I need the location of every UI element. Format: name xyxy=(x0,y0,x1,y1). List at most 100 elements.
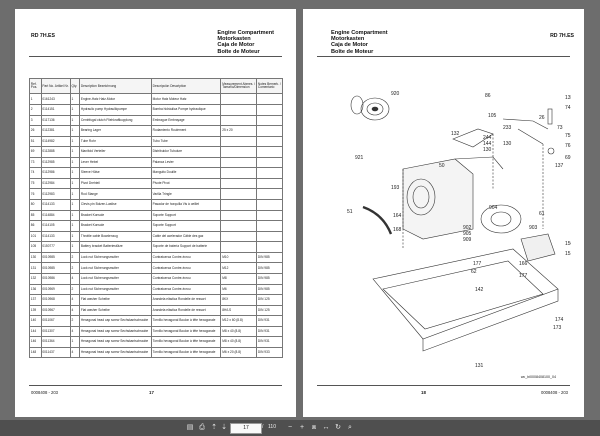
page-number: 18 xyxy=(421,390,426,395)
left-page: RD 7H.ES Engine Compartment Motorkasten … xyxy=(15,9,296,417)
callout-label: 132 xyxy=(451,131,460,137)
callout-label: 909 xyxy=(463,237,472,243)
cell-description-en: Centrifugal clutch Fliehkraftkupplung xyxy=(79,114,152,127)
zoom-out-icon[interactable]: − xyxy=(287,424,293,431)
cell-qty: 4 xyxy=(69,294,81,306)
cell-notes xyxy=(256,114,283,127)
page-number-input[interactable]: 17 xyxy=(230,423,262,434)
cell-ref: 73 xyxy=(29,156,42,169)
cell-measurement xyxy=(220,167,258,179)
cell-part-no: 0112986 xyxy=(40,167,71,179)
page-down-icon[interactable]: ⇣ xyxy=(221,424,227,431)
callout-label: 62 xyxy=(471,269,477,275)
zoom-in-icon[interactable]: + xyxy=(299,424,305,431)
cell-measurement xyxy=(220,177,258,190)
cell-description-es: Bomba hidráulica Pompe hydraulique xyxy=(150,103,222,116)
cell-description-es: Tornillo hexagonal Boulon à tête hexagon… xyxy=(150,325,222,338)
callout-label: 76 xyxy=(565,143,571,149)
cell-notes xyxy=(256,177,283,190)
page-separator: / xyxy=(262,424,264,430)
cell-notes xyxy=(256,135,283,148)
cell-ref: 3 xyxy=(29,114,42,127)
tube-part xyxy=(362,205,393,235)
callout-label: 920 xyxy=(391,91,400,97)
cell-qty: 4 xyxy=(69,304,81,317)
callout-label: 168 xyxy=(393,227,402,233)
cell-ref: 80 xyxy=(29,199,42,211)
callout-label: 142 xyxy=(475,287,484,293)
cell-ref: 131 xyxy=(29,262,42,274)
cell-ref: 130 xyxy=(29,251,42,264)
cell-notes xyxy=(256,93,283,105)
cell-part-no: 0161243 xyxy=(40,93,71,105)
cell-ref: 26 xyxy=(29,125,42,137)
model-label: RD 7H.ES xyxy=(550,33,574,39)
flange-plate xyxy=(480,204,522,234)
cell-part-no: 0010967 xyxy=(40,304,71,317)
fit-width-icon[interactable]: ↔ xyxy=(322,424,330,431)
cell-notes xyxy=(256,188,283,200)
col-notes: Notes Bemerk. / Comentario xyxy=(256,77,283,95)
footer-code: 0008408 - 203 xyxy=(540,390,568,395)
engine-flywheel-inner xyxy=(412,185,430,209)
cell-part-no: 0010985 xyxy=(40,262,71,274)
cell-description-es: Palanca Levier xyxy=(150,156,222,169)
callout-label: 137 xyxy=(555,163,564,169)
cell-measurement: M8 xyxy=(220,272,258,285)
save-icon[interactable]: ▤ xyxy=(186,424,194,431)
cell-ref: 76 xyxy=(29,188,42,200)
throttle-linkage xyxy=(502,118,549,145)
cell-measurement: M6 x 20 (8.8) xyxy=(220,346,258,359)
cell-notes: DIN 125 xyxy=(256,294,283,306)
print-icon[interactable]: ⎙ xyxy=(199,424,205,431)
page-up-icon[interactable]: ⇡ xyxy=(211,424,217,431)
title-line-es: Caja de Motor xyxy=(217,42,255,49)
cell-description-es: Tornillo hexagonal Boulon à tête hexagon… xyxy=(150,315,222,327)
cell-measurement xyxy=(220,220,258,232)
cell-measurement xyxy=(220,188,258,200)
callout-label: 50 xyxy=(439,163,445,169)
cell-notes: DIN 931 xyxy=(256,315,283,327)
rotate-icon[interactable]: ↻ xyxy=(335,424,341,431)
col-ref: Ref. Pos. xyxy=(29,77,42,95)
col-qty: Qty. xyxy=(69,77,81,95)
cell-measurement: M6 xyxy=(220,283,258,296)
cell-qty: 1 xyxy=(69,241,81,253)
cell-notes xyxy=(256,167,283,179)
title-line-de: Motorkasten xyxy=(217,36,251,43)
cell-notes: DIN 931 xyxy=(256,325,283,338)
base-frame-edge xyxy=(422,289,559,352)
fit-page-icon[interactable]: ⧈ xyxy=(311,424,317,431)
cell-part-no: 0112888 xyxy=(40,146,71,158)
callout-label: 164 xyxy=(393,213,402,219)
search-icon[interactable]: ⌕ xyxy=(348,424,352,431)
cell-notes: DIN 985 xyxy=(256,283,283,296)
cell-description-en: Rod Stange xyxy=(79,188,152,200)
cell-description-en: Bracket Konsole xyxy=(79,220,152,232)
cell-description-en: Lock nut Sicherungsmutter xyxy=(79,272,152,285)
cell-description-en: Bracket Konsole xyxy=(79,209,152,222)
cell-description-en: Hexagonal head cap screw Sechskantschrau… xyxy=(79,315,152,327)
cell-measurement: M8 x 40 (8.8) xyxy=(220,325,258,338)
cell-ref: 144 xyxy=(29,325,42,338)
cell-notes: DIN 933 xyxy=(256,346,283,359)
callout-label: 75 xyxy=(565,133,571,139)
cell-description-en: Bearing Lager xyxy=(79,125,152,137)
cell-part-no: 0010969 xyxy=(40,283,71,296)
cell-description-en: Sleeve Hülse xyxy=(79,167,152,179)
cell-notes: DIN 125 xyxy=(256,304,283,317)
cell-part-no: 0011364 xyxy=(40,336,71,348)
title-line-fr: Boîte de Moteur xyxy=(331,48,374,55)
cell-ref: 105 xyxy=(29,241,42,253)
engine-flywheel xyxy=(406,178,436,216)
cell-description-es: Manguito Douille xyxy=(150,167,222,179)
cell-ref: 140 xyxy=(29,315,42,327)
cell-description-en: Engine-Hatz Hatz-Motor xyxy=(79,93,152,105)
cell-ref: 139 xyxy=(29,304,42,317)
col-description-es: Descripción Description xyxy=(150,77,222,95)
cell-description-en: Lock nut Sicherungsmutter xyxy=(79,283,152,296)
